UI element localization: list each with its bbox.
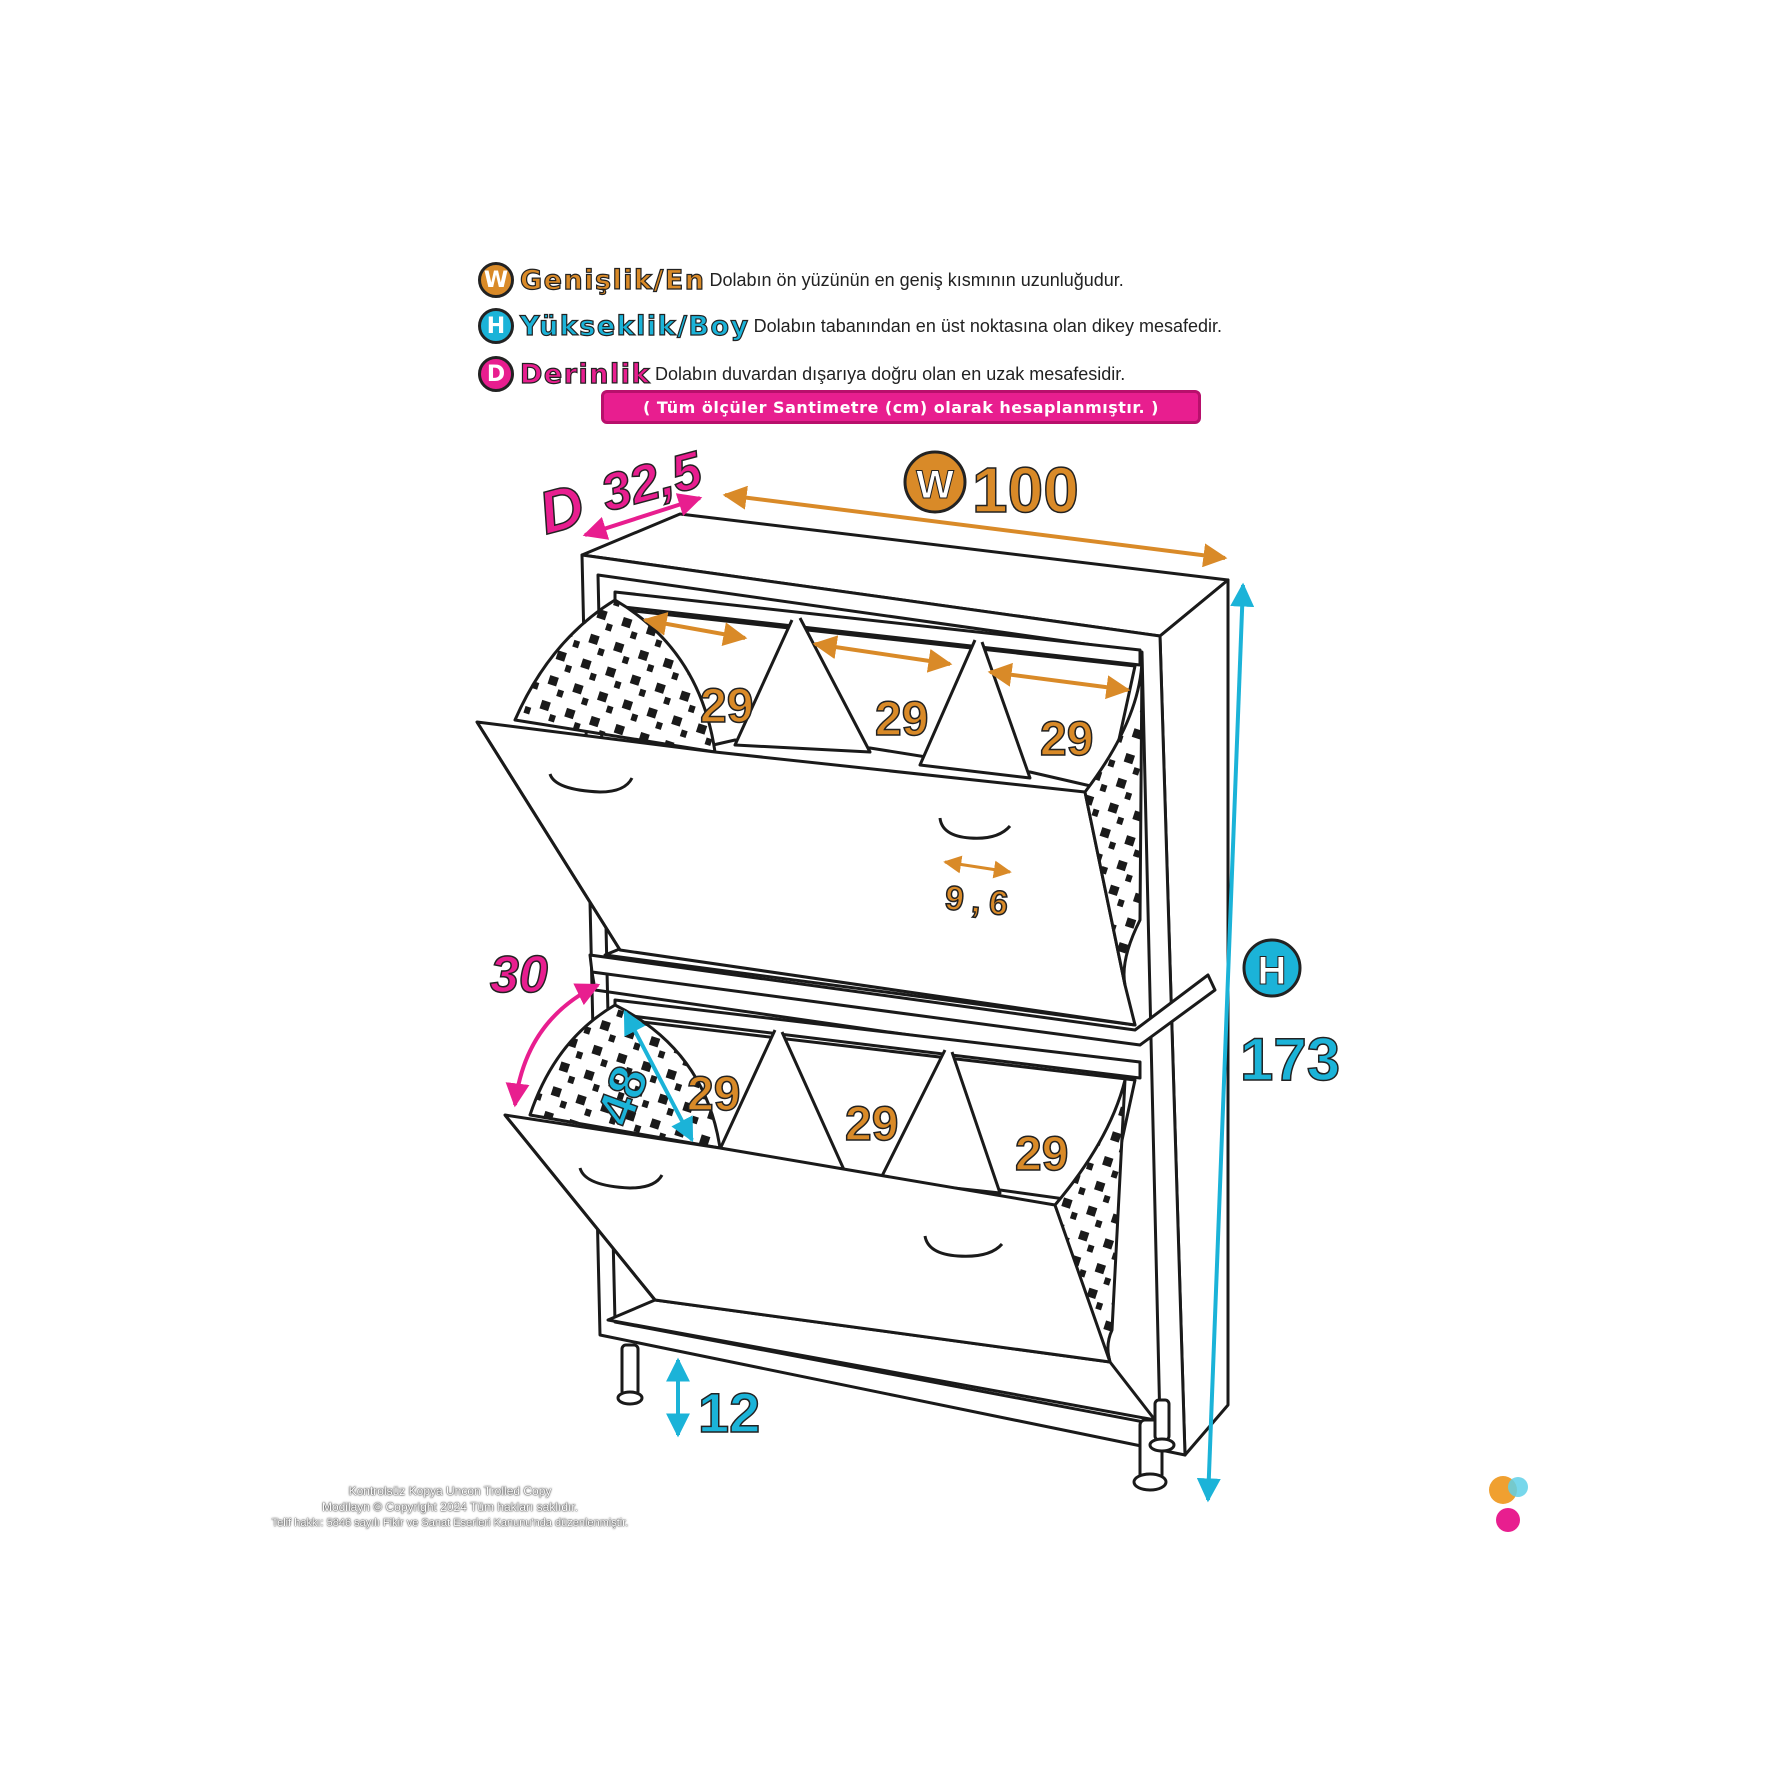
cabinet-legs (616, 1343, 1176, 1492)
width-value: 100 (972, 454, 1079, 526)
brand-logo (1489, 1476, 1528, 1532)
flap-angle-value: 30 (490, 946, 548, 1004)
legend-depth-term: Derinlik (519, 358, 651, 390)
height-badge-icon: H (478, 308, 514, 344)
copyright-line-3: Telif hakkı: 5846 sayılı Fikir ve Sanat … (271, 1517, 629, 1529)
legend-width: W Genişlik/En Dolabın ön yüzünün en geni… (478, 262, 1124, 298)
legend-height-desc: Dolabın tabanından en üst noktasına olan… (753, 315, 1222, 336)
handle-value: 9,6 (943, 879, 1018, 924)
compartment-bottom-1: 29 (687, 1068, 740, 1121)
compartment-bottom-2: 29 (845, 1098, 898, 1151)
copyright-notice: Kontrolsüz Kopya Uncon Trolled Copy Modi… (250, 1483, 650, 1531)
depth-badge-icon: D (478, 356, 514, 392)
compartment-top-2: 29 (875, 693, 928, 746)
depth-letter: D (532, 471, 591, 547)
copyright-line-2: Modilayn © Copyright 2024 Tüm hakları sa… (321, 1500, 579, 1514)
height-circle-icon (1242, 938, 1302, 998)
legend-depth-desc: Dolabın duvardan dışarıya doğru olan en … (654, 363, 1126, 384)
width-letter: W (916, 463, 954, 507)
legend-depth: D Derinlik Dolabın duvardan dışarıya doğ… (478, 356, 1125, 392)
copyright-line-1: Kontrolsüz Kopya Uncon Trolled Copy (348, 1484, 552, 1498)
legend-width-term: Genişlik/En (519, 264, 706, 296)
units-note: ( Tüm ölçüler Santimetre (cm) olarak hes… (601, 390, 1201, 424)
legend-height: H Yükseklik/Boy Dolabın tabanından en üs… (478, 308, 1222, 344)
height-letter: H (1258, 949, 1287, 993)
upper-flap (475, 598, 1144, 1027)
leg-height-value: 12 (698, 1381, 760, 1444)
compartment-top-1: 29 (700, 680, 753, 733)
lower-compartments (606, 998, 1157, 1422)
depth-value: 32,5 (595, 441, 709, 523)
height-value: 173 (1240, 1026, 1340, 1093)
legend-height-term: Yükseklik/Boy (519, 310, 750, 342)
dimension-arrows (505, 485, 1255, 1503)
legend-width-desc: Dolabın ön yüzünün en geniş kısmının uzu… (709, 269, 1124, 290)
compartment-top-3: 29 (1040, 713, 1093, 766)
width-badge-icon: W (478, 262, 514, 298)
compartment-bottom-3: 29 (1015, 1128, 1068, 1181)
width-circle-icon (903, 450, 967, 514)
